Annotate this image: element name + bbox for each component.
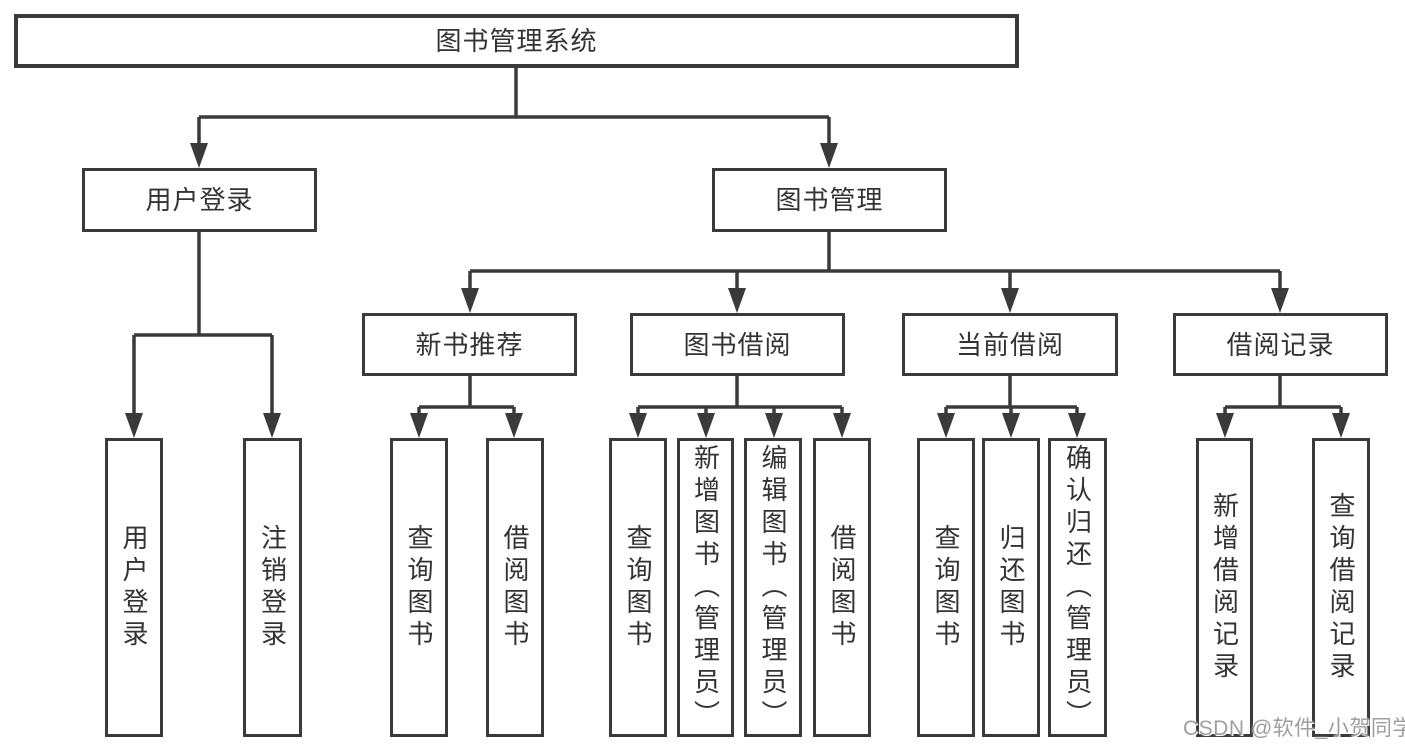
leaf-borrow-book-recommend: 借阅图书 [486,438,544,737]
leaf-return-book-label: 归还图书 [996,523,1026,652]
connector-book-borrow-branch [636,376,844,416]
leaf-add-borrow-record-label: 新增借阅记录 [1209,491,1240,684]
connector-borrow-record-branch [1223,376,1343,416]
node-book-management: 图书管理 [712,168,947,232]
node-current-borrow: 当前借阅 [902,313,1118,376]
leaf-add-book-admin-label: 新增图书（管理员） [690,443,721,732]
arrowheads-book-borrow-children-icon [629,413,851,438]
leaf-query-book-recommend-label: 查询图书 [404,523,434,652]
csdn-watermark: CSDN @软件_小贺同学 [1183,717,1405,740]
leaf-return-book: 归还图书 [982,438,1040,737]
leaf-query-borrow-record: 查询借阅记录 [1312,438,1370,737]
node-book-borrow: 图书借阅 [630,313,845,376]
node-user-login-label: 用户登录 [145,185,254,215]
node-current-borrow-label: 当前借阅 [955,329,1064,360]
arrowheads-level3-icon [461,288,1289,313]
connector-user-login-branch [132,232,274,416]
leaf-add-borrow-record: 新增借阅记录 [1196,438,1253,737]
node-book-management-label: 图书管理 [775,185,884,215]
leaf-query-book-current-label: 查询图书 [931,523,961,652]
leaf-logout: 注销登录 [243,438,302,737]
leaf-add-book-admin: 新增图书（管理员） [677,438,734,737]
node-borrow-record-label: 借阅记录 [1226,329,1335,360]
node-new-book-recommend: 新书推荐 [362,313,577,376]
node-user-login: 用户登录 [82,168,317,232]
arrowheads-new-book-children-icon [410,413,523,438]
node-borrow-record: 借阅记录 [1173,313,1388,376]
leaf-query-book-recommend: 查询图书 [390,438,448,737]
leaf-confirm-return-admin: 确认归还（管理员） [1048,438,1107,737]
leaf-borrow-book: 借阅图书 [813,438,871,737]
node-root: 图书管理系统 [14,14,1019,68]
node-new-book-recommend-label: 新书推荐 [415,329,524,360]
leaf-borrow-book-recommend-label: 借阅图书 [500,523,530,652]
leaf-query-book-borrow: 查询图书 [609,438,667,737]
leaf-edit-book-admin: 编辑图书（管理员） [744,438,802,737]
arrowheads-current-borrow-children-icon [937,413,1086,438]
leaf-query-book-current: 查询图书 [917,438,975,737]
node-book-borrow-label: 图书借阅 [683,329,792,360]
leaf-user-login: 用户登录 [105,438,163,737]
leaf-query-borrow-record-label: 查询借阅记录 [1326,491,1356,684]
connector-new-book-branch [417,376,516,416]
connector-book-management-branch [468,232,1282,291]
arrowheads-user-login-children-icon [125,413,281,438]
node-root-label: 图书管理系统 [435,26,598,56]
leaf-edit-book-admin-label: 编辑图书（管理员） [758,443,788,732]
arrowheads-level2-icon [190,143,838,168]
connector-root-branch [197,68,831,145]
leaf-query-book-borrow-label: 查询图书 [623,523,653,652]
connector-current-borrow-branch [944,376,1079,416]
leaf-user-login-label: 用户登录 [119,523,149,652]
leaf-borrow-book-label: 借阅图书 [827,523,857,652]
arrowheads-borrow-record-children-icon [1216,413,1350,438]
leaf-logout-label: 注销登录 [257,523,288,652]
leaf-confirm-return-admin-label: 确认归还（管理员） [1062,443,1093,732]
